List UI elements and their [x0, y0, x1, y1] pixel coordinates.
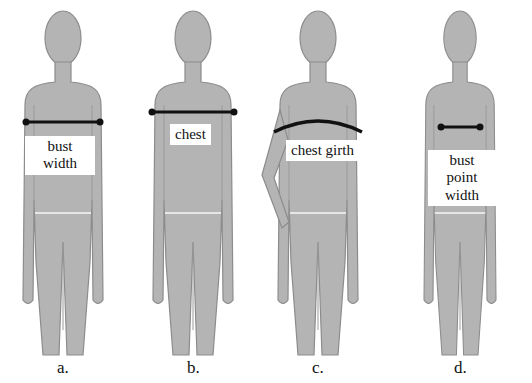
panel-letter: a.	[57, 358, 69, 378]
label-text: bust width	[30, 138, 90, 173]
panel-letter: c.	[312, 358, 324, 378]
label-text: bust point width	[433, 152, 491, 204]
measure-label: chest	[170, 124, 211, 145]
measure-label: chest girth	[286, 140, 359, 161]
panel-letter: b.	[187, 358, 200, 378]
label-text: chest	[175, 126, 206, 143]
measure-label: bust point width	[428, 150, 496, 206]
measure-label: bust width	[25, 136, 95, 175]
panel-letter: d.	[454, 358, 467, 378]
label-text: chest girth	[291, 142, 354, 159]
